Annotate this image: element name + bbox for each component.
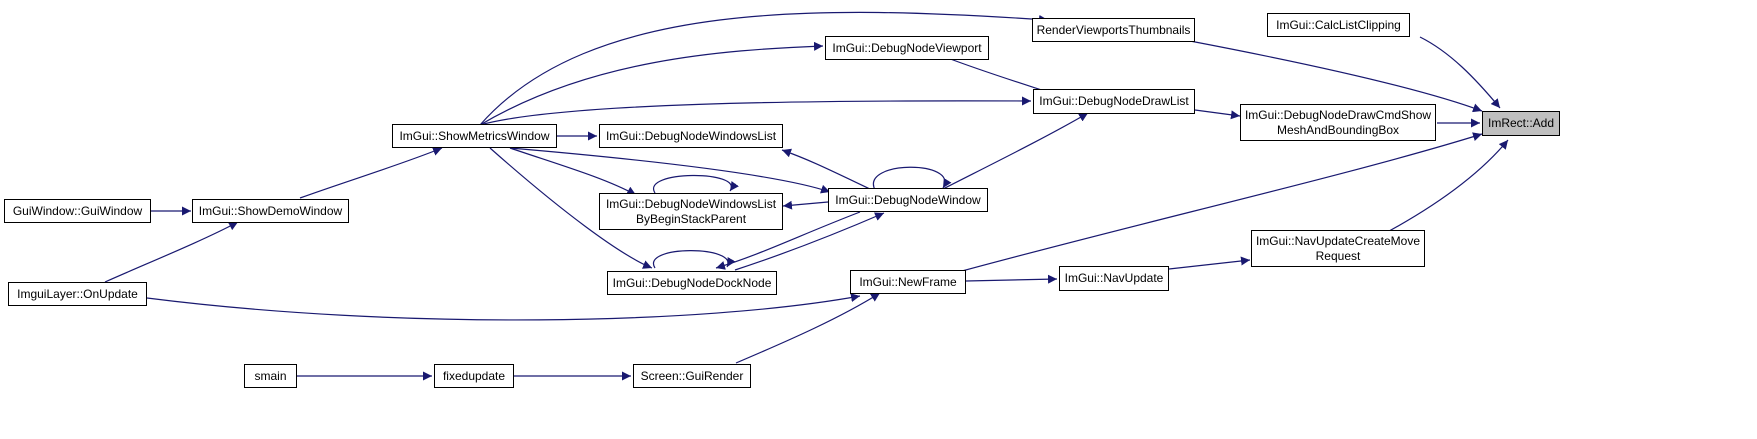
edge-window-to-windows-list: [781, 148, 871, 190]
node-nav-update[interactable]: ImGui::NavUpdate: [1059, 266, 1169, 291]
node-screen-gui-render[interactable]: Screen::GuiRender: [633, 364, 751, 388]
node-label: ImGui::ShowDemoWindow: [198, 203, 343, 218]
node-smain[interactable]: smain: [244, 364, 297, 388]
edge-render-thumbnails-to-add: [1189, 40, 1483, 113]
edge-window-to-by-begin: [782, 200, 829, 210]
edge-nav-update-to-create-move: [1168, 256, 1251, 270]
edge-gui-render-to-new-frame: [735, 292, 881, 364]
node-label: fixedupdate: [442, 368, 506, 383]
edge-dock-node-self-loop: [652, 250, 736, 269]
node-new-frame[interactable]: ImGui::NewFrame: [850, 270, 966, 294]
node-label-line-1: ImGui::DebugNodeWindowsList: [605, 196, 777, 211]
edge-demo-to-metrics: [299, 147, 443, 199]
node-render-viewports-thumbnails[interactable]: RenderViewportsThumbnails: [1032, 18, 1195, 42]
node-label: smain: [254, 368, 287, 383]
node-label: ImGui::NewFrame: [859, 274, 957, 289]
edge-on-update-to-new-frame: [146, 293, 861, 321]
node-label: Screen::GuiRender: [640, 368, 744, 383]
node-imrect-add[interactable]: ImRect::Add: [1482, 111, 1560, 136]
node-debug-node-windows-list-by-begin[interactable]: ImGui::DebugNodeWindowsList ByBeginStack…: [599, 193, 783, 230]
edge-new-frame-to-add: [961, 132, 1483, 272]
node-show-metrics-window[interactable]: ImGui::ShowMetricsWindow: [392, 124, 557, 148]
edge-window-self-loop: [872, 166, 952, 191]
node-imgui-layer-on-update[interactable]: ImguiLayer::OnUpdate: [8, 282, 147, 306]
node-label-line-2: ByBeginStackParent: [635, 211, 747, 226]
node-debug-node-draw-list[interactable]: ImGui::DebugNodeDrawList: [1033, 89, 1195, 114]
edge-metrics-to-draw-list: [479, 96, 1032, 126]
edge-new-frame-to-nav-update: [965, 274, 1058, 284]
node-label: ImGui::NavUpdate: [1064, 271, 1164, 285]
node-label: RenderViewportsThumbnails: [1036, 22, 1191, 37]
node-debug-node-dock-node[interactable]: ImGui::DebugNodeDockNode: [607, 271, 777, 295]
edge-by-begin-self-loop: [652, 174, 739, 194]
node-label: ImGui::DebugNodeDrawList: [1039, 94, 1189, 108]
node-calc-list-clipping[interactable]: ImGui::CalcListClipping: [1267, 13, 1410, 37]
edge-metrics-to-dock-node: [489, 147, 653, 269]
edge-draw-list-to-draw-cmd-show: [1194, 109, 1241, 120]
edge-dock-node-to-window: [734, 212, 885, 271]
node-label-line-2: Request: [1315, 248, 1361, 263]
node-fixedupdate[interactable]: fixedupdate: [434, 364, 514, 388]
edge-metrics-to-thumbnails: [479, 11, 1049, 126]
node-label: ImGui::ShowMetricsWindow: [399, 128, 550, 143]
node-label: GuiWindow::GuiWindow: [12, 203, 143, 218]
edge-metrics-to-viewport: [479, 41, 824, 126]
node-show-demo-window[interactable]: ImGui::ShowDemoWindow: [192, 199, 349, 223]
node-label: ImguiLayer::OnUpdate: [17, 286, 138, 301]
node-debug-node-window[interactable]: ImGui::DebugNodeWindow: [828, 188, 988, 212]
edge-metrics-to-by-begin: [509, 147, 637, 196]
edge-calc-list-clipping-to-add: [1419, 36, 1501, 109]
node-debug-node-draw-cmd-show[interactable]: ImGui::DebugNodeDrawCmdShow MeshAndBound…: [1240, 104, 1436, 141]
node-nav-update-create-move-request[interactable]: ImGui::NavUpdateCreateMove Request: [1251, 230, 1425, 267]
edge-metrics-to-window: [509, 147, 831, 194]
node-label-line-1: ImGui::NavUpdateCreateMove: [1255, 233, 1421, 248]
node-label: ImGui::DebugNodeWindowsList: [605, 128, 777, 143]
edge-nav-create-move-to-add: [1379, 139, 1509, 237]
edge-window-to-draw-list: [942, 112, 1089, 190]
node-label: ImGui::DebugNodeWindow: [835, 192, 981, 207]
node-label-line-1: ImGui::DebugNodeDrawCmdShow: [1244, 107, 1432, 122]
node-label: ImGui::CalcListClipping: [1276, 17, 1401, 32]
node-label: ImRect::Add: [1487, 116, 1555, 130]
node-gui-window[interactable]: GuiWindow::GuiWindow: [4, 199, 151, 223]
node-label: ImGui::DebugNodeViewport: [832, 40, 982, 55]
node-debug-node-windows-list[interactable]: ImGui::DebugNodeWindowsList: [599, 124, 783, 148]
node-label: ImGui::DebugNodeDockNode: [612, 275, 772, 290]
edge-on-update-to-demo: [104, 221, 239, 283]
node-debug-node-viewport[interactable]: ImGui::DebugNodeViewport: [825, 36, 989, 60]
node-label-line-2: MeshAndBoundingBox: [1276, 122, 1400, 137]
